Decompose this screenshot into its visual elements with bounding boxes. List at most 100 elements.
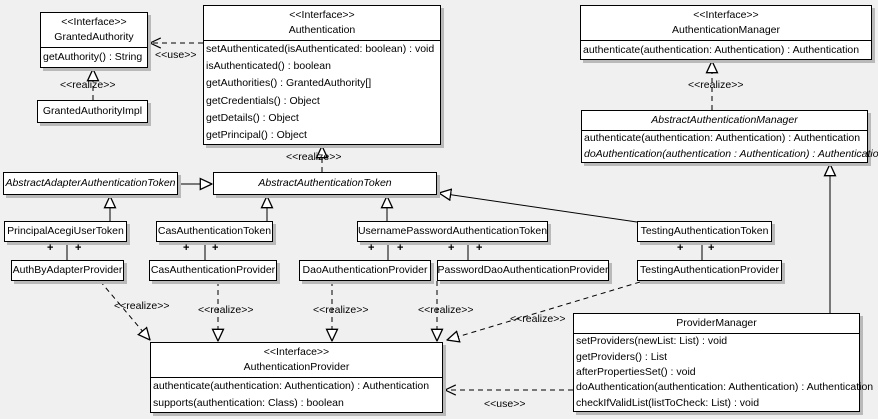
class-name: AuthenticationProvider [243, 361, 350, 373]
class-header: AbstractAdapterAuthenticationToken [4, 173, 177, 194]
method-row: getAuthority() : String [43, 51, 143, 63]
class-name: TestingAuthenticationProvider [640, 264, 779, 276]
multiplicity-label: + [476, 242, 483, 254]
class-header: AbstractAuthenticationManager [582, 111, 867, 130]
method-row: checkIfValidList(listToCheck: List) : vo… [576, 396, 760, 409]
class-name: AuthByAdapterProvider [12, 264, 123, 276]
class-header: PrincipalAcegiUserToken [5, 222, 126, 241]
class-dao-authentication-provider: DaoAuthenticationProvider [299, 260, 431, 281]
class-principal-acegi-user-token: PrincipalAcegiUserToken [4, 221, 127, 242]
class-abstract-authentication-manager: AbstractAuthenticationManager authenticat… [581, 110, 878, 163]
method-row: getCredentials() : Object [206, 94, 320, 107]
method-row: setProviders(newList: List) : void [576, 335, 728, 348]
methods-compartment: authenticate(authentication: Authenticat… [151, 377, 442, 412]
class-authentication-provider: <<Interface>> AuthenticationProvider authe… [150, 342, 443, 413]
class-header: AuthByAdapterProvider [12, 261, 123, 280]
multiplicity-label: + [368, 242, 375, 254]
class-header: TestingAuthenticationProvider [638, 261, 781, 280]
class-header: TestingAuthenticationToken [638, 222, 771, 241]
edge-label-realize-passworddaoauthenticationprovider: <<realize>> [418, 304, 474, 316]
class-name: GrantedAuthorityImpl [42, 105, 143, 117]
class-cas-authentication-token: CasAuthenticationToken [156, 221, 273, 242]
multiplicity-label: + [183, 242, 190, 254]
edge-label-realize-casauthenticationprovider: <<realize>> [198, 304, 254, 316]
edge-label-realize-daoauthenticationprovider: <<realize>> [313, 304, 369, 316]
class-header: DaoAuthenticationProvider [300, 261, 430, 280]
class-header: PasswordDaoAuthenticationProvider [437, 261, 609, 280]
stereotype-label: <<Interface>> [61, 16, 127, 28]
class-password-dao-authentication-provider: PasswordDaoAuthenticationProvider [437, 260, 609, 281]
class-header: ProviderManager [574, 314, 859, 333]
multiplicity-label: + [397, 242, 404, 254]
method-row: getPrincipal() : Object [206, 128, 307, 141]
method-row: getDetails() : Object [206, 111, 299, 124]
stereotype-label: <<Interface>> [693, 9, 759, 21]
class-name: AbstractAuthenticationToken [258, 177, 392, 189]
multiplicity-label: + [448, 242, 455, 254]
class-header: CasAuthenticationProvider [150, 261, 276, 280]
class-name: AuthenticationManager [672, 24, 780, 36]
class-authentication: <<Interface>> Authentication setAuthentica… [203, 5, 441, 145]
class-header: <<Interface>> GrantedAuthority [41, 13, 147, 47]
class-abstract-authentication-token: AbstractAuthenticationToken [213, 172, 437, 195]
class-username-password-authentication-token: UsernamePasswordAuthenticationToken [357, 221, 548, 242]
class-abstract-adapter-authentication-token: AbstractAdapterAuthenticationToken [3, 172, 178, 195]
class-cas-authentication-provider: CasAuthenticationProvider [149, 260, 277, 281]
class-name: AbstractAuthenticationManager [651, 114, 798, 126]
method-row: getAuthorities() : GrantedAuthority[] [206, 77, 372, 90]
multiplicity-label: + [47, 242, 54, 254]
class-name: CasAuthenticationToken [157, 225, 272, 237]
class-granted-authority: <<Interface>> GrantedAuthority getAuthorit… [40, 12, 148, 68]
class-name: TestingAuthenticationToken [640, 225, 769, 237]
class-testing-authentication-token: TestingAuthenticationToken [637, 221, 772, 242]
edge-label-use-providermanager-authenticationprovider: <<use>> [484, 398, 526, 410]
edge-label-realize-testingauthenticationprovider: <<realize>> [510, 313, 566, 325]
generalization-testingtoken-to-abstracttoken [439, 193, 638, 223]
method-row: isAuthenticated() : boolean [206, 60, 331, 73]
class-granted-authority-impl: GrantedAuthorityImpl [37, 100, 148, 123]
class-header: AbstractAuthenticationToken [214, 173, 436, 194]
class-name: AbstractAdapterAuthenticationToken [5, 177, 176, 189]
class-header: <<Interface>> Authentication [204, 6, 440, 40]
class-testing-authentication-provider: TestingAuthenticationProvider [637, 260, 782, 281]
method-row: doAuthentication(authentication: Authent… [576, 381, 874, 394]
edge-label-realize-abstractauthenticationtoken: <<realize>> [286, 151, 342, 163]
edge-label-use-authentication-grantedauthority: <<use>> [155, 49, 197, 61]
class-header: UsernamePasswordAuthenticationToken [358, 222, 547, 241]
class-authentication-manager: <<Interface>> AuthenticationManager authen… [580, 5, 872, 60]
class-header: <<Interface>> AuthenticationManager [581, 6, 871, 40]
method-row: afterPropertiesSet() : void [576, 365, 696, 378]
stereotype-label: <<Interface>> [263, 346, 330, 358]
class-provider-manager: ProviderManager setProviders(newList: Lis… [573, 313, 874, 412]
multiplicity-label: + [212, 242, 219, 254]
methods-compartment: setAuthenticated(isAuthenticated: boolea… [204, 40, 440, 144]
multiplicity-label: + [708, 242, 715, 254]
method-row: doAuthentication(authentication : Authen… [584, 147, 878, 160]
class-header: CasAuthenticationToken [157, 222, 272, 241]
method-row: authenticate(authentication: Authenticat… [583, 43, 860, 56]
methods-compartment: getAuthority() : String [41, 47, 147, 67]
class-name: ProviderManager [676, 317, 757, 329]
methods-compartment: setProviders(newList: List) : void getPro… [574, 333, 874, 411]
class-auth-by-adapter-provider: AuthByAdapterProvider [11, 260, 124, 281]
class-name: UsernamePasswordAuthenticationToken [357, 225, 548, 237]
edge-label-realize-authbyadapterprovider: <<realize>> [114, 300, 170, 312]
methods-compartment: authenticate(authentication: Authenticat… [581, 40, 871, 59]
class-name: PrincipalAcegiUserToken [7, 225, 124, 237]
multiplicity-label: + [677, 242, 684, 254]
class-header: <<Interface>> AuthenticationProvider [151, 343, 442, 377]
class-header: GrantedAuthorityImpl [38, 101, 147, 122]
class-name: DaoAuthenticationProvider [302, 264, 428, 276]
method-row: authenticate(authentication: Authenticat… [584, 132, 861, 145]
multiplicity-label: + [75, 242, 82, 254]
class-name: GrantedAuthority [54, 31, 134, 43]
method-row: getProviders() : List [576, 350, 668, 363]
class-name: Authentication [288, 24, 356, 36]
class-name: PasswordDaoAuthenticationProvider [437, 264, 609, 276]
stereotype-label: <<Interface>> [289, 9, 355, 21]
class-name: CasAuthenticationProvider [150, 264, 276, 276]
edge-label-realize-abstractauthenticationmanager: <<realize>> [688, 79, 744, 91]
method-row: authenticate(authentication: Authenticat… [153, 380, 430, 392]
method-row: supports(authentication: Class) : boolea… [153, 397, 344, 409]
